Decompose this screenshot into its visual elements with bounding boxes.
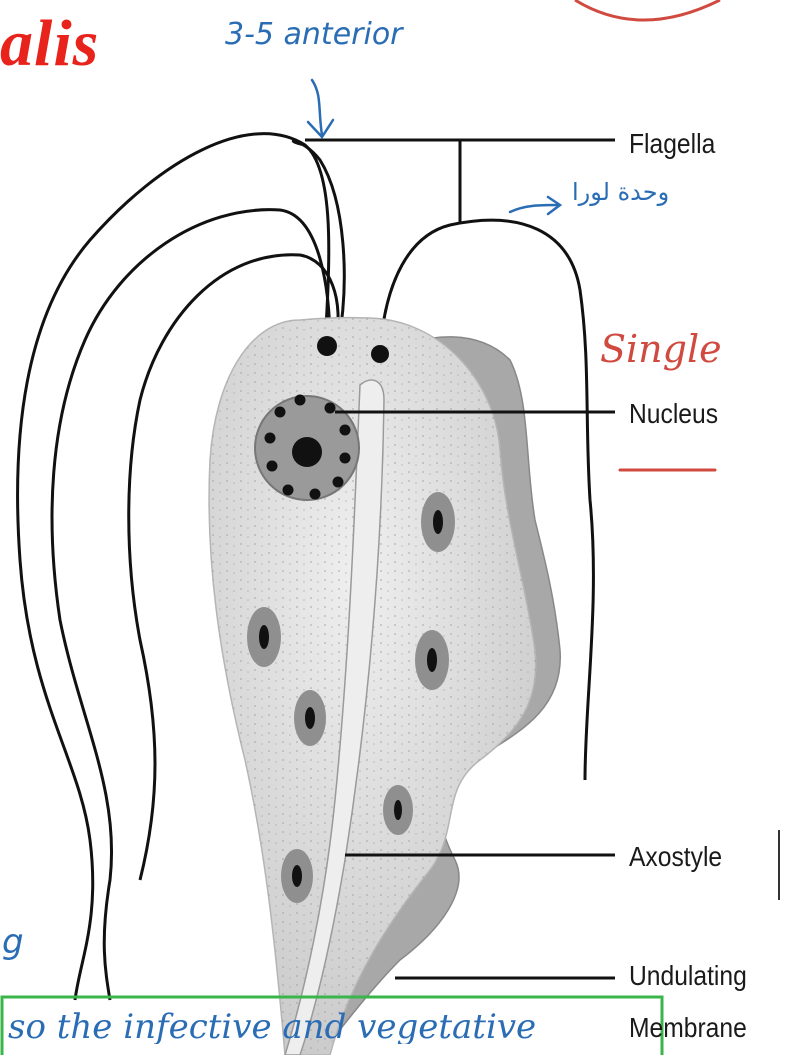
basal-body-right [371, 345, 389, 363]
basal-body-left [317, 336, 337, 356]
red-circle-annotation [575, 0, 720, 20]
label-flagella: Flagella [629, 130, 715, 158]
note-anterior: 3-5 anterior [225, 20, 403, 50]
frame-edge [778, 830, 780, 900]
label-undulating: Undulating [629, 962, 747, 990]
note-left-fragment: g [2, 925, 24, 959]
blue-ink-arrows [308, 80, 560, 214]
label-nucleus: Nucleus [629, 400, 718, 428]
nucleus [255, 395, 359, 501]
note-arabic: وحدة لورا [572, 180, 669, 204]
label-axostyle: Axostyle [629, 843, 722, 871]
note-bottom: so the infective and vegetative [8, 1010, 658, 1044]
note-single: Single [600, 330, 722, 368]
title-fragment: alis [0, 6, 99, 82]
